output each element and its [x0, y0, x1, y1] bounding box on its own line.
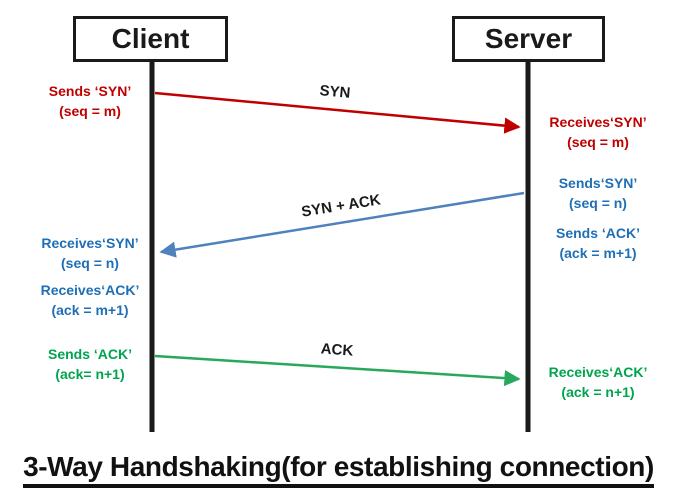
server-receives-syn-annotation: Receives‘SYN’ (seq = m) [528, 112, 668, 152]
diagram-title: 3-Way Handshaking(for establishing conne… [23, 451, 654, 488]
annotation-line: (seq = n) [569, 195, 627, 211]
server-receives-ack-annotation: Receives‘ACK’ (ack = n+1) [528, 362, 668, 402]
annotation-line: Receives‘SYN’ [41, 235, 139, 251]
annotation-line: (seq = m) [59, 103, 121, 119]
annotation-line: (seq = n) [61, 255, 119, 271]
syn-ack-arrow [159, 191, 525, 258]
annotation-line: Sends ‘ACK’ [555, 225, 640, 241]
annotation-line: Receives‘SYN’ [549, 114, 647, 130]
client-sends-ack-annotation: Sends ‘ACK’ (ack= n+1) [10, 344, 170, 384]
annotation-line: Receives‘ACK’ [40, 282, 140, 298]
ack-arrow [154, 354, 521, 387]
annotation-line: (ack = m+1) [51, 302, 129, 318]
client-actor-box: Client [73, 16, 228, 62]
client-sends-syn-annotation: Sends ‘SYN’ (seq = m) [10, 81, 170, 121]
server-sends-ack-annotation: Sends ‘ACK’ (ack = m+1) [528, 223, 668, 263]
server-actor-box: Server [452, 16, 605, 62]
annotation-line: (ack = m+1) [559, 245, 637, 261]
annotation-line: Sends‘SYN’ [558, 175, 638, 191]
syn-arrow [154, 91, 521, 134]
annotation-line: Receives‘ACK’ [548, 364, 648, 380]
annotation-line: (ack= n+1) [55, 366, 125, 382]
client-receives-syn-annotation: Receives‘SYN’ (seq = n) [10, 233, 170, 273]
client-receives-ack-annotation: Receives‘ACK’ (ack = m+1) [10, 280, 170, 320]
annotation-line: Sends ‘SYN’ [48, 83, 132, 99]
annotation-line: Sends ‘ACK’ [47, 346, 132, 362]
annotation-line: (ack = n+1) [561, 384, 635, 400]
syn-message-label: SYN [318, 82, 352, 102]
ack-message-label: ACK [320, 340, 354, 360]
server-sends-syn-annotation: Sends‘SYN’ (seq = n) [528, 173, 668, 213]
diagram-title-container: 3-Way Handshaking(for establishing conne… [0, 451, 677, 488]
annotation-line: (seq = m) [567, 134, 629, 150]
